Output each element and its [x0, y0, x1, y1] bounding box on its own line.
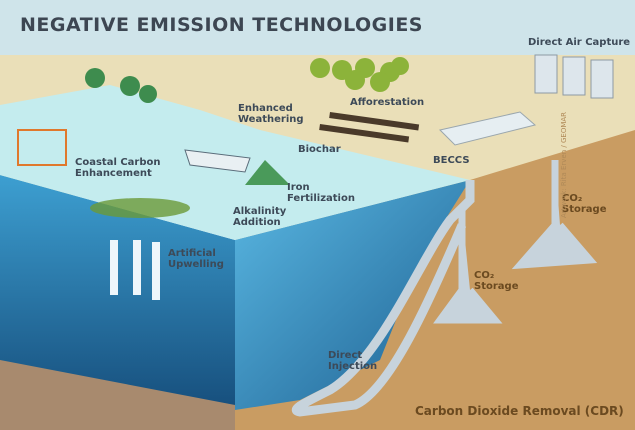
page-title: NEGATIVE EMISSION TECHNOLOGIES — [20, 14, 423, 36]
iron-plume — [245, 160, 290, 185]
label-storage-right-1: CO₂ — [562, 193, 583, 204]
label-beccs: BECCS — [433, 155, 470, 166]
label-upwelling-1: Artificial — [168, 248, 216, 259]
algae-bloom — [90, 198, 190, 218]
label-enhanced-weathering-2: Weathering — [238, 114, 304, 125]
coastal-cage — [17, 129, 67, 166]
footer-cdr: Carbon Dioxide Removal (CDR) — [415, 404, 624, 418]
label-alkalinity-1: Alkalinity — [233, 206, 287, 217]
beccs-plant — [439, 111, 537, 146]
label-iron-2: Fertilization — [287, 193, 355, 204]
label-coastal-1: Coastal Carbon — [75, 157, 161, 168]
artwork-credit: Artwork: Rita Erven / GEOMAR — [560, 111, 568, 218]
label-injection-2: Injection — [328, 361, 378, 372]
injection-pipe — [291, 180, 475, 417]
mangroves — [85, 68, 157, 103]
ship — [184, 149, 251, 173]
label-upwelling-2: Upwelling — [168, 259, 224, 270]
label-storage-mid-2: Storage — [474, 281, 519, 292]
label-injection-1: Direct — [328, 350, 363, 361]
forest — [310, 57, 409, 92]
sky — [0, 0, 635, 60]
label-storage-right-2: Storage — [562, 204, 607, 215]
storage-pipe-mid — [433, 210, 503, 324]
label-enhanced-weathering-1: Enhanced — [238, 103, 293, 114]
direct-air-capture-units — [534, 54, 614, 99]
label-afforestation: Afforestation — [350, 97, 425, 108]
label-alkalinity-2: Addition — [233, 217, 281, 228]
label-coastal-2: Enhancement — [75, 168, 152, 179]
label-storage-mid-1: CO₂ — [474, 270, 495, 281]
label-direct-air-capture: Direct Air Capture — [528, 37, 631, 48]
biochar-rows — [319, 112, 420, 143]
upwelling-pipes — [110, 240, 160, 300]
storage-pipe-right — [511, 160, 598, 270]
label-biochar: Biochar — [298, 144, 341, 155]
label-iron-1: Iron — [287, 182, 310, 193]
ocean-side-face — [235, 180, 470, 410]
